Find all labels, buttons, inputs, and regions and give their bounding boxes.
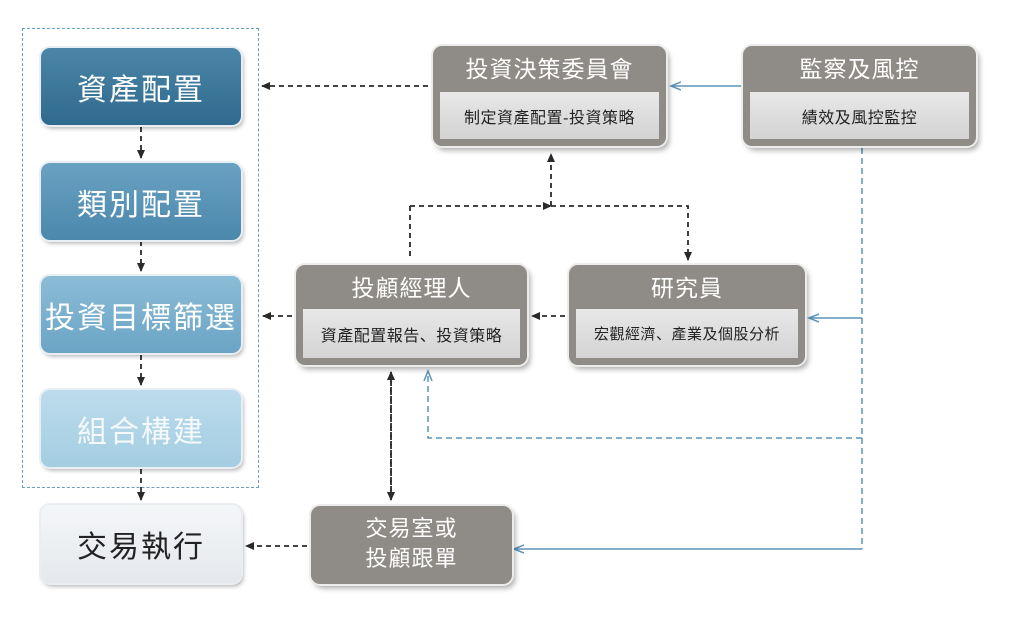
committee-box: 投資決策委員會 制定資產配置-投資策略 xyxy=(433,46,666,146)
manager-box: 投顧經理人 資產配置報告、投資策略 xyxy=(296,265,527,365)
trading-line1: 交易室或 xyxy=(365,517,458,542)
manager-title: 投顧經理人 xyxy=(351,276,472,302)
trading-line2: 投顧跟單 xyxy=(365,547,458,572)
link-branch-to-manager xyxy=(409,206,551,260)
researcher-desc: 宏觀經濟、產業及個股分析 xyxy=(576,309,798,358)
step-execution: 交易執行 xyxy=(41,505,241,583)
committee-title: 投資決策委員會 xyxy=(465,57,634,83)
researcher-title: 研究員 xyxy=(651,276,723,302)
monitoring-desc: 績效及風控監控 xyxy=(750,92,969,139)
blue-feedback-to-manager xyxy=(428,372,862,439)
trading-box: 交易室或 投顧跟單 xyxy=(311,506,512,584)
monitoring-box: 監察及風控 績效及風控監控 xyxy=(743,46,976,146)
researcher-box: 研究員 宏觀經濟、產業及個股分析 xyxy=(569,265,805,365)
step-portfolio-build-label: 組合構建 xyxy=(77,414,205,450)
step-portfolio-build: 組合構建 xyxy=(41,390,241,467)
committee-desc: 制定資產配置-投資策略 xyxy=(440,92,659,139)
step-asset-allocation-label: 資產配置 xyxy=(77,72,205,108)
link-branch-to-researcher xyxy=(551,205,692,261)
step-target-screening-label: 投資目標篩選 xyxy=(45,300,237,336)
monitoring-title: 監察及風控 xyxy=(799,57,920,83)
step-asset-allocation: 資產配置 xyxy=(41,48,241,125)
step-category-allocation: 類別配置 xyxy=(41,163,241,240)
manager-desc: 資產配置報告、投資策略 xyxy=(303,309,520,358)
step-execution-label: 交易執行 xyxy=(77,530,205,565)
step-category-allocation-label: 類別配置 xyxy=(77,187,205,223)
step-target-screening: 投資目標篩選 xyxy=(41,276,241,353)
